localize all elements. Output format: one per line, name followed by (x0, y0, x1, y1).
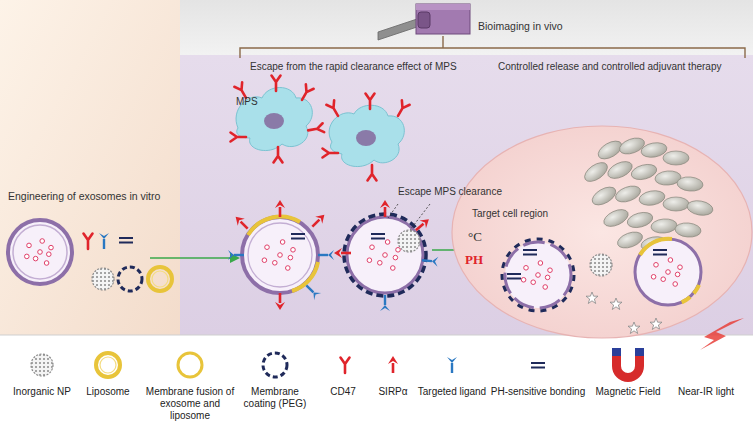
legend-text: Targeted ligand (414, 386, 490, 398)
tumor-cell (613, 183, 642, 205)
legend-text: Liposome (78, 386, 138, 398)
cargo-dot (286, 266, 291, 271)
cargo-dot (391, 266, 396, 271)
panel-title: Escape from the rapid clearance effect o… (250, 61, 457, 73)
cargo-dot (524, 266, 529, 271)
cargo-dot (668, 258, 673, 263)
cargo-dot (44, 261, 49, 266)
target-cell: Target cell region °C PH (452, 126, 752, 335)
cargo-dot (385, 240, 390, 245)
legend-text: Magnetic Field (592, 386, 664, 398)
tumor-cluster (581, 135, 714, 253)
process-arrow (150, 245, 498, 263)
cargo-dot (543, 285, 548, 290)
cargo-dot (27, 243, 32, 248)
cargo-dot (531, 280, 536, 285)
imaging-camera (240, 4, 745, 58)
cargo-dot (367, 258, 372, 263)
cargo-dot (33, 256, 38, 261)
cargo-dots (25, 239, 683, 290)
tumor-cell (589, 183, 619, 208)
callout-label: Escape MPS clearance (398, 186, 502, 198)
tumor-cell (638, 189, 666, 207)
temperature-label: °C (468, 229, 482, 245)
magnet-icon (612, 348, 644, 382)
cargo-dot (661, 277, 666, 282)
cargo-dot (654, 263, 659, 268)
cargo-dot (548, 268, 553, 273)
cargo-dot (545, 275, 550, 280)
cargo-dot (536, 273, 541, 278)
cargo-dot (651, 275, 656, 280)
cargo-dot (38, 250, 43, 255)
cargo-dot (538, 261, 543, 266)
mps-cell (231, 76, 325, 163)
legend-text: Membrane fusion of exosome and liposome (139, 386, 241, 421)
panel-title: Controlled release and controlled adjuva… (498, 61, 721, 73)
mps-cell (323, 94, 410, 181)
cargo-dot (278, 253, 283, 258)
native-exosome (8, 220, 72, 284)
engineered-exosome (334, 200, 438, 311)
tumor-cell (674, 222, 701, 238)
legend-text: Near-IR light (673, 386, 739, 398)
cargo-dot (678, 265, 683, 270)
cargo-dot (49, 245, 54, 250)
legend-text: CD47 (323, 386, 363, 398)
cargo-dot (521, 278, 526, 283)
imaging-label: Bioimaging in vivo (478, 20, 563, 33)
cargo-dot (262, 258, 267, 263)
legend-text: Inorganic NP (7, 386, 77, 398)
near-ir-beam (700, 318, 744, 350)
cargo-dot (675, 272, 680, 277)
target-cell-fill (452, 126, 752, 338)
tumor-cell (581, 159, 610, 185)
legend-text: Membrane coating (PEG) (240, 386, 310, 410)
ph-label: PH (465, 252, 483, 268)
cargo-dot (378, 261, 383, 266)
cell-outline (452, 126, 752, 335)
tumor-cell (650, 218, 677, 234)
cargo-dot (291, 248, 296, 253)
cargo-dot (666, 270, 671, 275)
stage-panel: Engineering of exosomes in vitro (0, 0, 180, 335)
panel-grounds (0, 0, 753, 335)
tumor-cell (663, 151, 689, 165)
engineered-exosome (228, 200, 334, 310)
legend-text: PH-sensitive bonding (488, 386, 588, 398)
cargo-dot (393, 255, 398, 260)
tumor-cell (601, 206, 630, 230)
cargo-dot (40, 239, 45, 244)
target-exosomes (502, 239, 701, 334)
tumor-cell (605, 158, 634, 182)
tumor-cell (630, 162, 659, 182)
cargo-dot (396, 248, 401, 253)
cargo-dot (273, 261, 278, 266)
cell-label: MPS (236, 96, 258, 108)
cargo-dot (383, 253, 388, 258)
region-label: Target cell region (472, 208, 548, 220)
panel-title: Engineering of exosomes in vitro (8, 190, 160, 203)
cargo-dot (673, 282, 678, 287)
cargo-dot (288, 255, 293, 260)
engineering-parts (84, 233, 173, 291)
tumor-cell (663, 197, 689, 211)
cargo-dot (25, 254, 30, 259)
cargo-dot (47, 252, 52, 257)
tumor-cell (686, 199, 714, 217)
cargo-dot (370, 245, 375, 250)
legend-icons (31, 348, 644, 382)
cargo-dot (265, 245, 270, 250)
tumor-cell (626, 210, 655, 230)
tumor-cell (676, 176, 703, 192)
cargo-dot (280, 240, 285, 245)
tumor-cell (615, 229, 644, 251)
legend-text: SIRPα (371, 386, 415, 398)
